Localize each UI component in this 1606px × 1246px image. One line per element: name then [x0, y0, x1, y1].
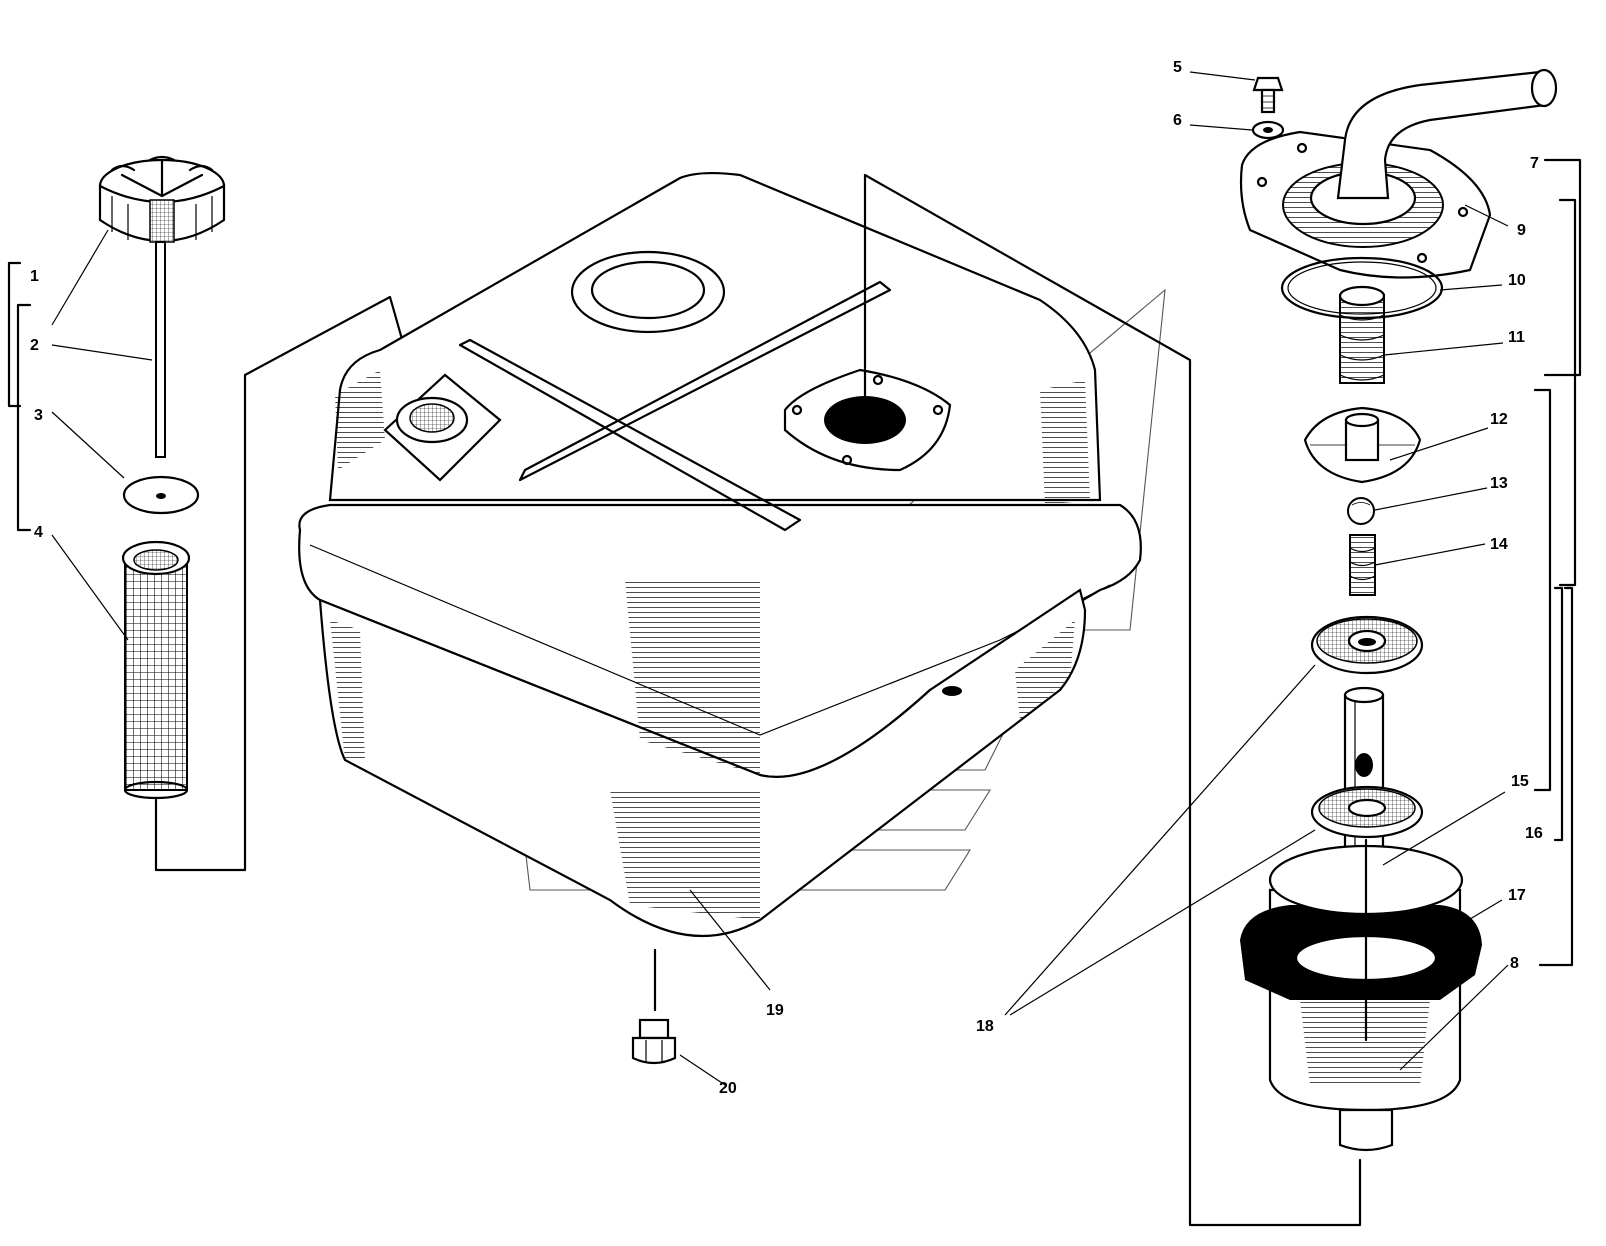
- callout-11: 11: [1508, 329, 1525, 346]
- leader-3: [51, 411, 125, 479]
- callout-9: 9: [1517, 222, 1526, 239]
- callout-12: 12: [1490, 411, 1508, 428]
- callout-18: 18: [976, 1018, 994, 1035]
- callout-15: 15: [1511, 773, 1529, 790]
- callout-16: 16: [1525, 825, 1543, 842]
- filter-strainer: [121, 540, 191, 800]
- bracket-17: [1538, 586, 1574, 967]
- filter-disc-18a: [1310, 615, 1424, 675]
- callout-17: 17: [1508, 887, 1526, 904]
- callout-4: 4: [34, 524, 43, 541]
- fuel-tank: [298, 171, 1142, 938]
- leader-14: [1374, 543, 1486, 566]
- callout-13: 13: [1490, 475, 1508, 492]
- callout-8: 8: [1510, 955, 1519, 972]
- callout-20: 20: [719, 1080, 737, 1097]
- leader-2-b: [51, 344, 153, 361]
- callout-2: 2: [30, 337, 39, 354]
- leader-2-a: [51, 229, 109, 326]
- callout-10: 10: [1508, 272, 1526, 289]
- callout-5: 5: [1173, 59, 1182, 76]
- callout-7: 7: [1530, 155, 1539, 172]
- bracket-7: [1543, 158, 1582, 377]
- leader-15: [1382, 791, 1506, 866]
- bracket-16: [1553, 586, 1564, 842]
- spring-11: [1338, 285, 1386, 384]
- bracket-9: [1558, 198, 1577, 587]
- filter-disc-18b: [1310, 785, 1424, 839]
- cover-with-pipe: [1239, 68, 1558, 279]
- leader-13: [1374, 487, 1488, 511]
- spring-14: [1349, 534, 1376, 596]
- leader-4: [51, 534, 129, 641]
- pump-body: [1240, 838, 1482, 1152]
- leader-18-b: [1009, 829, 1316, 1016]
- callout-6: 6: [1173, 112, 1182, 129]
- bracket-15: [1533, 388, 1552, 792]
- callout-3: 3: [34, 407, 43, 424]
- ball-13: [1347, 497, 1375, 525]
- bracket-left: [7, 261, 32, 532]
- drain-plug: [631, 1018, 677, 1065]
- valve-seat-12: [1303, 406, 1422, 484]
- leader-18-a: [1004, 664, 1316, 1016]
- assembly-line-left: [154, 295, 427, 872]
- callout-19: 19: [766, 1002, 784, 1019]
- leader-12: [1389, 427, 1489, 461]
- assembly-line-right: [863, 173, 1362, 1227]
- bolt-5: [1252, 76, 1284, 114]
- leader-5: [1189, 71, 1256, 81]
- leader-8: [1399, 964, 1509, 1071]
- leader-11: [1383, 342, 1504, 356]
- washer-3: [122, 475, 200, 515]
- leader-6: [1189, 124, 1253, 131]
- filler-cap: [98, 155, 226, 243]
- leader-10: [1439, 284, 1503, 291]
- dipstick: [155, 241, 166, 458]
- leader-17: [1459, 899, 1503, 926]
- leader-19: [689, 889, 771, 991]
- leader-9: [1464, 204, 1509, 227]
- callout-1: 1: [30, 268, 39, 285]
- leader-20: [679, 1054, 726, 1086]
- washer-6: [1251, 120, 1285, 140]
- callout-14: 14: [1490, 536, 1508, 553]
